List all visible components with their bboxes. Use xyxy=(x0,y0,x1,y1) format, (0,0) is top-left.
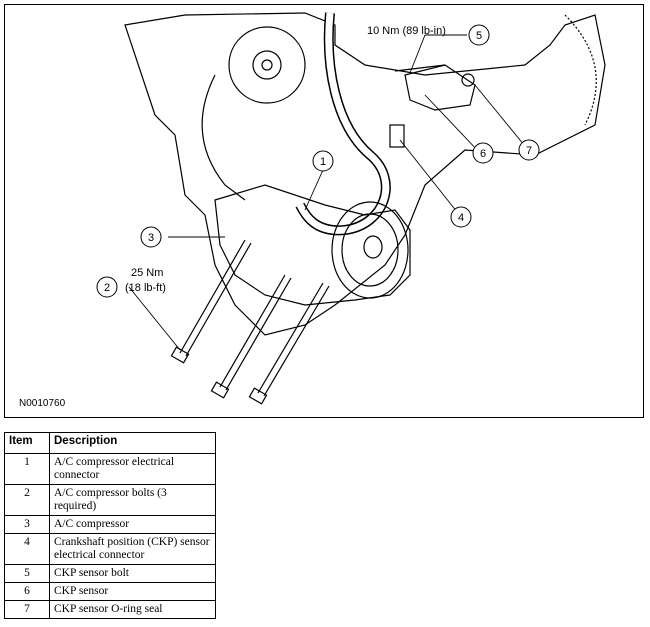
torque-label-compressor-bolts-lbft: (18 lb-ft) xyxy=(125,282,166,294)
row-description: Crankshaft position (CKP) sensor electri… xyxy=(49,533,216,565)
ckp-sensor xyxy=(404,64,476,111)
ckp-connector xyxy=(389,124,405,148)
row-item: 1 xyxy=(4,453,50,485)
row-description: CKP sensor O-ring seal xyxy=(49,600,216,619)
row-item: 6 xyxy=(4,582,50,601)
figure-id: N0010760 xyxy=(19,398,66,409)
pulley xyxy=(228,26,306,104)
header-item: Item xyxy=(4,432,50,454)
callout-7: 7 xyxy=(526,145,532,157)
flywheel xyxy=(201,74,246,201)
callout-3: 3 xyxy=(148,232,154,244)
ac-compressor xyxy=(214,184,411,306)
torque-label-ckp-bolt: 10 Nm (89 lb-in) xyxy=(367,25,446,37)
engine-illustration: 1 2 3 4 5 6 7 xyxy=(96,12,606,405)
row-item: 7 xyxy=(4,600,50,619)
compressor-clutch xyxy=(331,201,409,299)
row-item: 5 xyxy=(4,564,50,583)
header-description: Description xyxy=(49,432,216,454)
callout-5: 5 xyxy=(476,30,482,42)
ckp-o-ring xyxy=(461,73,475,87)
row-description: CKP sensor bolt xyxy=(49,564,216,583)
row-description: A/C compressor electrical connector xyxy=(49,453,216,485)
ckp-bolt xyxy=(394,64,446,72)
row-description: A/C compressor xyxy=(49,515,216,534)
torque-label-compressor-bolts-nm: 25 Nm xyxy=(131,267,164,279)
callout-2: 2 xyxy=(104,282,110,294)
compressor-bolts xyxy=(170,239,330,405)
callout-4: 4 xyxy=(458,212,464,224)
callout-6: 6 xyxy=(480,148,486,160)
callout-1: 1 xyxy=(320,156,326,168)
engine-block xyxy=(124,12,606,336)
diagram-figure: 1 2 3 4 5 6 7 10 Nm (89 lb-in) 25 Nm (18… xyxy=(4,4,644,418)
row-description: A/C compressor bolts (3 required) xyxy=(49,484,216,516)
row-item: 4 xyxy=(4,533,50,565)
row-description: CKP sensor xyxy=(49,582,216,601)
legend-header-row: Item Description xyxy=(4,432,216,454)
row-item: 2 xyxy=(4,484,50,516)
row-item: 3 xyxy=(4,515,50,534)
